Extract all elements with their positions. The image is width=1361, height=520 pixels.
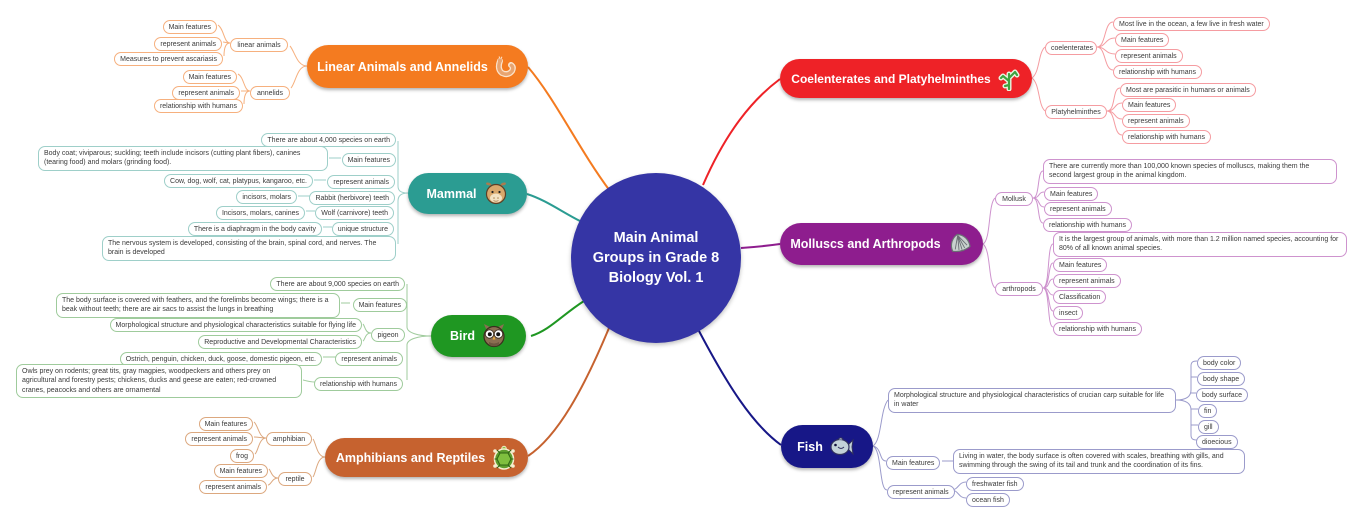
node-represent-animals[interactable]: represent animals	[1044, 202, 1112, 217]
node-represent-animals[interactable]: represent animals	[887, 485, 955, 500]
node-platyhelminthes[interactable]: Platyhelminthes	[1045, 105, 1107, 120]
fish-icon	[829, 434, 857, 460]
node-unique-structure[interactable]: unique structure	[331, 222, 394, 237]
worm-icon	[494, 55, 518, 79]
branch-label: Linear Animals and Annelids	[317, 59, 488, 74]
node-frog[interactable]: frog	[229, 449, 254, 464]
node-relationship-with-humans[interactable]: relationship with humans	[313, 377, 403, 392]
node-relationship-with-humans[interactable]: relationship with humans	[1122, 130, 1212, 145]
node-main-features[interactable]: Main features	[198, 417, 253, 432]
cow-icon	[483, 181, 509, 207]
node-mammal-features-text[interactable]: Body coat; viviparous; suckling; teeth i…	[38, 146, 328, 171]
node-relationship-with-humans[interactable]: relationship with humans	[1053, 322, 1143, 337]
node-insect[interactable]: insect	[1053, 306, 1084, 321]
branch-label: Coelenterates and Platyhelminthes	[791, 71, 991, 86]
node-dioecious[interactable]: dioecious	[1196, 435, 1238, 450]
node-main-features[interactable]: Main features	[182, 70, 237, 85]
branch-linear-annelids[interactable]: Linear Animals and Annelids	[307, 45, 528, 88]
branch-label: Mammal	[426, 186, 477, 201]
node-mollusk[interactable]: Mollusk	[995, 192, 1033, 207]
turtle-icon	[491, 445, 517, 471]
node-gill[interactable]: gill	[1198, 420, 1219, 435]
node-annelids[interactable]: annelids	[250, 86, 290, 101]
node-represent-animals[interactable]: represent animals	[154, 37, 222, 52]
node-main-features[interactable]: Main features	[1044, 187, 1099, 202]
node-arthropods-species-text[interactable]: It is the largest group of animals, with…	[1053, 232, 1347, 257]
node-pigeon-reproduction[interactable]: Reproductive and Developmental Character…	[198, 335, 362, 350]
node-reptile[interactable]: reptile	[278, 472, 312, 487]
node-bird-species-count[interactable]: There are about 9,000 species on earth	[270, 277, 405, 292]
node-main-features[interactable]: Main features	[1115, 33, 1170, 48]
seaweed-icon	[997, 67, 1021, 91]
node-relationship-with-humans[interactable]: relationship with humans	[1113, 65, 1203, 80]
node-crucian-carp-text[interactable]: Morphological structure and physiologica…	[888, 388, 1176, 413]
node-main-features[interactable]: Main features	[1122, 98, 1177, 113]
branch-coelenterates-platyhelminthes[interactable]: Coelenterates and Platyhelminthes	[780, 59, 1032, 98]
node-body-surface[interactable]: body surface	[1196, 388, 1249, 403]
node-main-features[interactable]: Main features	[352, 298, 407, 313]
node-mammal-species-count[interactable]: There are about 4,000 species on earth	[261, 133, 396, 148]
branch-bird[interactable]: Bird	[431, 315, 526, 357]
branch-amphibians-reptiles[interactable]: Amphibians and Reptiles	[325, 438, 528, 477]
node-pigeon-morphology[interactable]: Morphological structure and physiologica…	[109, 318, 362, 333]
node-represent-animals[interactable]: represent animals	[1122, 114, 1190, 129]
node-bird-human-relationship-text[interactable]: Owls prey on rodents; great tits, gray m…	[16, 364, 302, 399]
node-mammal-nervous-system[interactable]: The nervous system is developed, consist…	[102, 236, 396, 261]
node-mollusk-species-text[interactable]: There are currently more than 100,000 kn…	[1043, 159, 1337, 184]
node-ocean-fish[interactable]: ocean fish	[966, 493, 1010, 508]
central-topic[interactable]: Main Animal Groups in Grade 8 Biology Vo…	[571, 173, 741, 343]
owl-icon	[481, 323, 507, 349]
node-pigeon[interactable]: pigeon	[371, 328, 405, 343]
node-relationship-with-humans[interactable]: relationship with humans	[153, 99, 243, 114]
node-coelenterates[interactable]: coelenterates	[1045, 41, 1097, 56]
branch-fish[interactable]: Fish	[781, 425, 873, 468]
node-platyhelminthes-parasitic[interactable]: Most are parasitic in humans or animals	[1120, 83, 1256, 98]
node-main-features[interactable]: Main features	[213, 464, 268, 479]
branch-label: Molluscs and Arthropods	[790, 237, 941, 251]
node-diaphragm-text[interactable]: There is a diaphragm in the body cavity	[187, 222, 322, 237]
node-classification[interactable]: Classification	[1053, 290, 1107, 305]
branch-label: Fish	[797, 439, 823, 454]
node-freshwater-fish[interactable]: freshwater fish	[966, 477, 1024, 492]
node-main-features[interactable]: Main features	[162, 20, 217, 35]
node-represent-animals[interactable]: represent animals	[327, 175, 395, 190]
node-main-features[interactable]: Main features	[341, 153, 396, 168]
shell-icon	[947, 231, 973, 257]
node-represent-animals[interactable]: represent animals	[1053, 274, 1121, 289]
node-represent-animals[interactable]: represent animals	[199, 480, 267, 495]
node-measures-prevent-ascariasis[interactable]: Measures to prevent ascariasis	[114, 52, 223, 67]
node-represent-animals[interactable]: represent animals	[335, 352, 403, 367]
branch-molluscs-arthropods[interactable]: Molluscs and Arthropods	[780, 223, 983, 265]
node-represent-animals[interactable]: represent animals	[185, 432, 253, 447]
node-coelenterates-habitat[interactable]: Most live in the ocean, a few live in fr…	[1113, 17, 1270, 32]
node-wolf-teeth-types[interactable]: Incisors, molars, canines	[215, 206, 305, 221]
node-wolf-carnivore-teeth[interactable]: Wolf (carnivore) teeth	[315, 206, 394, 221]
node-fin[interactable]: fin	[1198, 404, 1218, 419]
node-main-features[interactable]: Main features	[1053, 258, 1108, 273]
node-mammal-examples[interactable]: Cow, dog, wolf, cat, platypus, kangaroo,…	[164, 174, 313, 189]
branch-label: Amphibians and Reptiles	[335, 450, 486, 465]
node-represent-animals[interactable]: represent animals	[1115, 49, 1183, 64]
node-represent-animals[interactable]: represent animals	[172, 86, 240, 101]
node-main-features[interactable]: Main features	[886, 456, 941, 471]
node-arthropods[interactable]: arthropods	[995, 282, 1043, 297]
branch-label: Bird	[450, 329, 475, 343]
node-rabbit-teeth-types[interactable]: incisors, molars	[236, 190, 297, 205]
node-linear-animals[interactable]: linear animals	[230, 38, 288, 53]
node-body-color[interactable]: body color	[1197, 356, 1242, 371]
node-relationship-with-humans[interactable]: relationship with humans	[1043, 218, 1133, 233]
node-rabbit-herbivore-teeth[interactable]: Rabbit (herbivore) teeth	[309, 191, 395, 206]
node-amphibian[interactable]: amphibian	[266, 432, 312, 447]
node-fish-features-text[interactable]: Living in water, the body surface is oft…	[953, 449, 1245, 474]
node-body-shape[interactable]: body shape	[1197, 372, 1246, 387]
branch-mammal[interactable]: Mammal	[408, 173, 527, 214]
node-bird-features-text[interactable]: The body surface is covered with feather…	[56, 293, 340, 318]
